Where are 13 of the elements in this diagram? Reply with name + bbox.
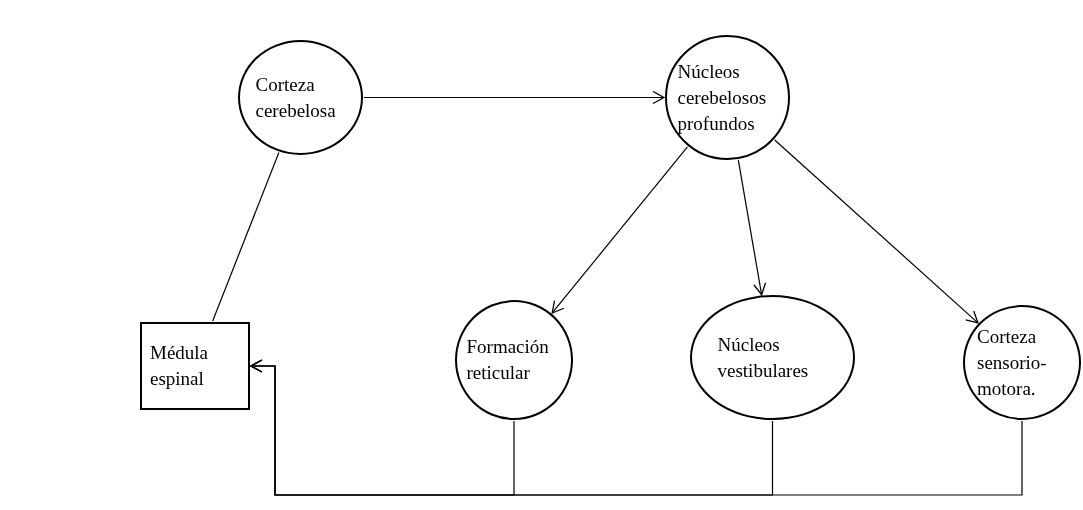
arrow <box>551 146 689 314</box>
node-label: Formación reticular <box>466 335 550 385</box>
node-label: Núcleos cerebelosos profundos <box>677 59 768 136</box>
node-label: Corteza cerebelosa <box>255 72 337 123</box>
node-box <box>140 322 250 410</box>
arrow <box>250 359 1023 496</box>
node-label: Médula espinal <box>150 341 210 391</box>
arrow <box>774 139 979 324</box>
arrow <box>737 159 767 296</box>
node-label: Núcleos vestibulares <box>717 332 810 383</box>
node-label: Corteza sensorio-motora. <box>977 324 1048 401</box>
connector-line <box>212 151 280 322</box>
arrow <box>363 90 665 105</box>
